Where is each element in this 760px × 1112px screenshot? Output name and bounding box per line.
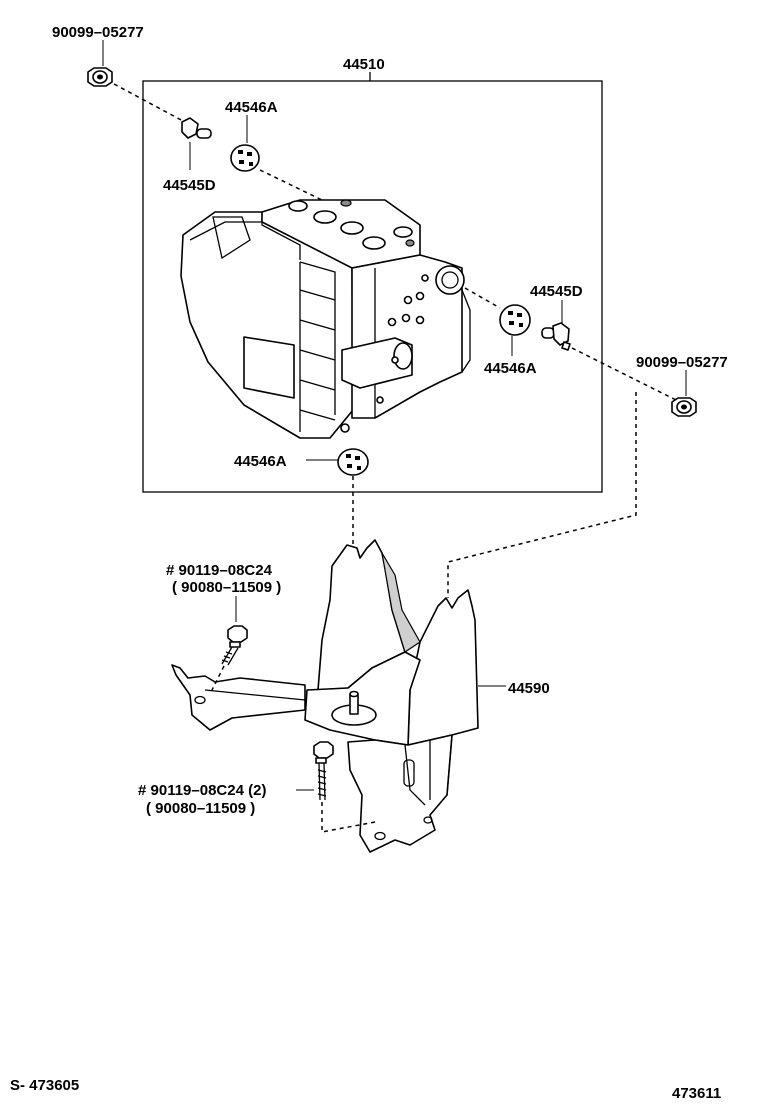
bracket [171, 539, 506, 853]
bolt-top-left [87, 40, 184, 122]
label-bolt-right: 90099–05277 [636, 354, 728, 371]
bolt-right [447, 370, 697, 598]
label-bolt-upper-main: # 90119–08C24 [166, 562, 273, 579]
bolt-lower-bracket [296, 741, 376, 833]
stud-top [181, 117, 212, 170]
label-bolt-lower-alt: ( 90080–11509 ) [146, 800, 255, 817]
footer-left-ref: S- 473605 [10, 1077, 79, 1094]
bush-top [230, 115, 323, 201]
label-stud-top: 44545D [163, 177, 216, 194]
footer-right-ref: 473611 [672, 1085, 721, 1102]
label-bracket: 44590 [508, 680, 550, 697]
label-bolt-top-left: 90099–05277 [52, 24, 144, 41]
stud-right [541, 300, 677, 401]
label-bush-top: 44546A [225, 99, 278, 116]
abs-actuator [180, 199, 471, 439]
label-bolt-upper-alt: ( 90080–11509 ) [172, 579, 281, 596]
label-assembly: 44510 [343, 56, 385, 73]
label-bush-bottom: 44546A [234, 453, 287, 470]
bolt-upper-bracket [211, 596, 248, 691]
label-bolt-lower-main: # 90119–08C24 (2) [138, 782, 266, 799]
bush-right [464, 287, 531, 356]
label-stud-right: 44545D [530, 283, 583, 300]
label-bush-right: 44546A [484, 360, 537, 377]
assembly-frame [142, 80, 603, 493]
